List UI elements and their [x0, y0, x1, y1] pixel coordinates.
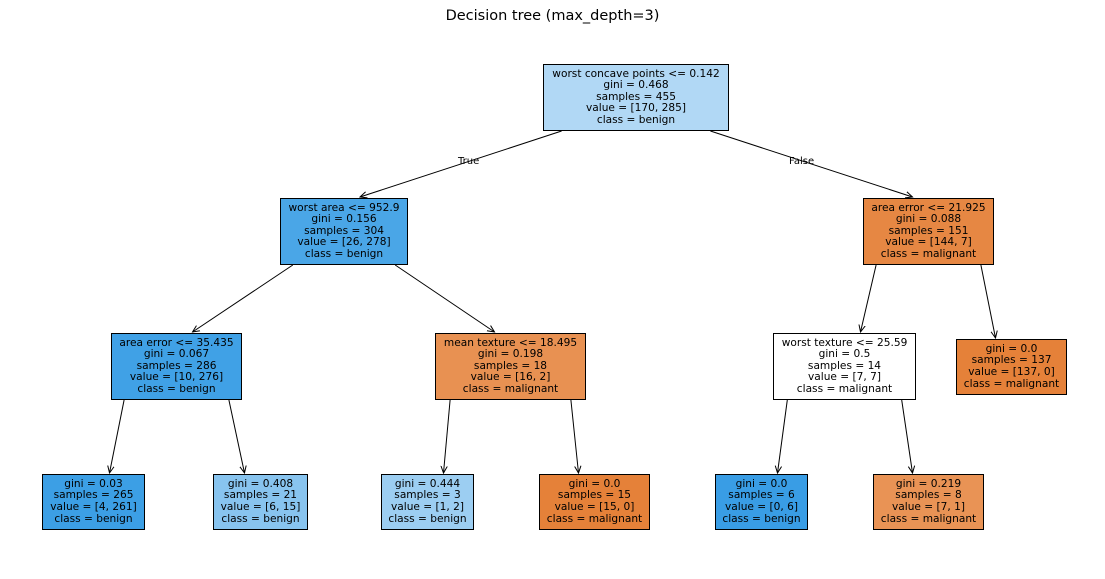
node-gini: gini = 0.198 — [477, 348, 544, 361]
edge-label-true: True — [458, 156, 480, 167]
node-value: value = [170, 285] — [586, 102, 686, 115]
node-value: value = [6, 15] — [220, 501, 301, 513]
node-samples: samples = 15 — [557, 489, 632, 502]
node-class-label: class = benign — [137, 382, 216, 395]
node-class-label: class = malignant — [462, 382, 559, 395]
node-samples: samples = 304 — [304, 224, 384, 237]
edge-n1-n4 — [394, 264, 494, 332]
node-value: value = [15, 0] — [554, 501, 635, 513]
node-split: worst concave points <= 0.142 — [552, 67, 720, 80]
edge-n0-n2 — [710, 130, 912, 197]
node-value: value = [4, 261] — [50, 501, 137, 513]
node-gini: gini = 0.067 — [143, 348, 210, 361]
node-gini: gini = 0.0 — [735, 477, 788, 490]
node-samples: samples = 286 — [136, 359, 217, 372]
node-value: value = [0, 6] — [724, 501, 799, 513]
edge-n0-n1 — [360, 130, 562, 197]
node-split: worst area <= 952.9 — [288, 201, 400, 214]
node-class-label: class = benign — [596, 113, 676, 126]
node-gini: gini = 0.0 — [985, 342, 1038, 355]
node-split: mean texture <= 18.495 — [443, 336, 578, 349]
node-samples: samples = 8 — [895, 489, 962, 502]
node-gini: gini = 0.088 — [895, 213, 962, 226]
node-split: worst texture <= 25.59 — [781, 336, 908, 349]
node-class-label: class = benign — [388, 512, 467, 525]
edge-n2-n5 — [861, 264, 877, 332]
node-value: value = [1, 2] — [390, 501, 465, 513]
node-samples: samples = 6 — [728, 489, 795, 502]
edge-n2-n6 — [980, 264, 996, 338]
node-class-label: class = benign — [54, 512, 133, 525]
node-value: value = [7, 1] — [891, 501, 966, 513]
node-class-label: class = benign — [722, 512, 801, 525]
node-gini: gini = 0.156 — [311, 213, 377, 226]
tree-title: Decision tree (max_depth=3) — [445, 8, 660, 24]
node-samples: samples = 151 — [888, 224, 969, 237]
edge-label-false: False — [789, 156, 815, 167]
node-class-label: class = malignant — [880, 512, 977, 525]
node-gini: gini = 0.444 — [394, 477, 461, 490]
node-gini: gini = 0.03 — [64, 477, 123, 490]
node-samples: samples = 3 — [394, 489, 461, 502]
node-class-label: class = malignant — [963, 377, 1060, 390]
node-gini: gini = 0.5 — [818, 348, 871, 361]
node-class-label: class = benign — [304, 247, 384, 260]
node-samples: samples = 455 — [596, 90, 676, 103]
node-gini: gini = 0.0 — [568, 477, 621, 490]
node-split: area error <= 21.925 — [871, 201, 986, 214]
node-value: value = [144, 7] — [885, 236, 972, 249]
node-gini: gini = 0.468 — [603, 79, 669, 92]
edge-n1-n3 — [193, 264, 294, 332]
node-class-label: class = malignant — [546, 512, 643, 525]
edge-n3-n8 — [228, 399, 245, 473]
node-samples: samples = 14 — [807, 359, 882, 372]
edge-n3-n7 — [110, 399, 125, 473]
node-class-label: class = benign — [221, 512, 300, 525]
node-samples: samples = 18 — [473, 359, 548, 372]
node-class-label: class = malignant — [796, 382, 893, 395]
node-samples: samples = 137 — [971, 354, 1052, 367]
edge-n4-n9 — [444, 399, 451, 473]
edge-n5-n11 — [778, 399, 788, 473]
edge-n5-n12 — [901, 399, 913, 473]
node-value: value = [7, 7] — [807, 371, 882, 384]
node-gini: gini = 0.219 — [895, 477, 962, 490]
node-gini: gini = 0.408 — [227, 477, 294, 490]
node-samples: samples = 21 — [223, 489, 298, 502]
node-value: value = [16, 2] — [470, 371, 551, 384]
node-split: area error <= 35.435 — [119, 336, 234, 349]
node-samples: samples = 265 — [53, 489, 134, 502]
node-class-label: class = malignant — [880, 247, 977, 260]
node-value: value = [26, 278] — [297, 236, 391, 249]
node-value: value = [10, 276] — [129, 371, 224, 384]
edge-n4-n10 — [570, 399, 579, 473]
node-value: value = [137, 0] — [968, 366, 1055, 378]
